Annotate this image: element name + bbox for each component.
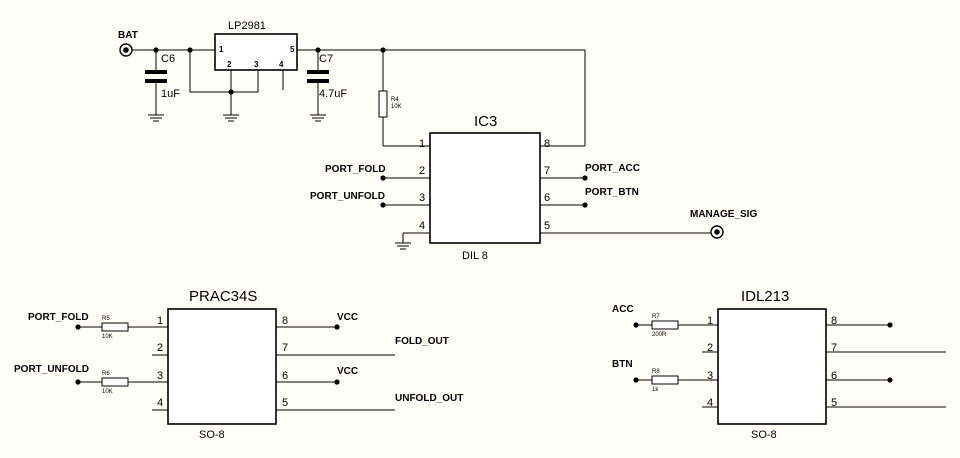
ic3-pin3: 3: [419, 192, 425, 204]
idl213-name: IDL213: [741, 288, 789, 305]
net-endpoint: [380, 202, 386, 208]
r4-value: 10K: [391, 104, 402, 110]
ic3-pin2: 2: [419, 165, 425, 177]
idl213-pin8: 8: [831, 315, 837, 327]
prac34s-pin6: 6: [282, 370, 288, 382]
ic3-pin4: 4: [419, 220, 425, 232]
net-endpoint: [582, 202, 588, 208]
ic3-pin6: 6: [544, 192, 550, 204]
r5-value: 10K: [102, 334, 113, 340]
r8-value: 1k: [652, 387, 659, 393]
r7-value: 200R: [652, 332, 667, 338]
bat-terminal: [119, 43, 133, 57]
prac34s-pin5: 5: [282, 397, 288, 409]
idl-btn-label: BTN: [612, 359, 633, 370]
net-endpoint: [582, 175, 588, 181]
junction-dot: [228, 89, 234, 95]
idl-acc-label: ACC: [612, 304, 634, 315]
prac-fold-out-label: FOLD_OUT: [395, 336, 449, 347]
prac-vcc-label-top: VCC: [337, 312, 358, 323]
prac34s-pin8: 8: [282, 315, 288, 327]
ground-symbol: [223, 114, 239, 122]
net-endpoint: [887, 377, 893, 383]
idl213-pin4: 4: [707, 397, 713, 409]
prac34s-body: [167, 308, 277, 425]
ic3-port-fold-label: PORT_FOLD: [325, 164, 386, 175]
capacitor-c7: [307, 50, 329, 122]
r4-ref: R4: [391, 97, 399, 103]
ic3-pin7: 7: [544, 165, 550, 177]
prac34s-pin4: 4: [157, 397, 163, 409]
idl213-pin5: 5: [831, 397, 837, 409]
idl213-pin6: 6: [831, 370, 837, 382]
ic3-port-btn-label: PORT_BTN: [585, 187, 639, 198]
resistor-r8: [651, 375, 679, 385]
lp2981-pin5: 5: [290, 45, 295, 54]
c7-ref: C7: [319, 53, 333, 65]
lp2981-pin4: 4: [279, 60, 284, 69]
ic3-pin8: 8: [544, 138, 550, 150]
net-endpoint: [334, 379, 340, 385]
ground-symbol: [395, 242, 411, 250]
prac34s-name: PRAC34S: [189, 288, 257, 305]
ic3-pin5: 5: [544, 220, 550, 232]
resistor-r5: [101, 322, 129, 332]
ic3-port-unfold-label: PORT_UNFOLD: [310, 191, 385, 202]
idl213-pin1: 1: [707, 315, 713, 327]
lp2981-pin2: 2: [227, 60, 232, 69]
resistor-r7: [651, 320, 679, 330]
lp2981-name: LP2981: [228, 20, 266, 32]
ic3-package: DIL 8: [462, 250, 488, 262]
c6-ref: C6: [161, 53, 175, 65]
lp2981-pin3: 3: [254, 60, 259, 69]
c7-value: 4.7uF: [319, 88, 347, 100]
c6-value: 1uF: [161, 88, 180, 100]
net-endpoint: [887, 322, 893, 328]
net-endpoint: [334, 324, 340, 330]
resistor-r4: [378, 90, 388, 118]
prac-vcc-label-bottom: VCC: [337, 366, 358, 377]
prac34s-pin3: 3: [157, 370, 163, 382]
r6-ref: R6: [102, 371, 110, 377]
idl213-body: [717, 308, 827, 425]
net-endpoint: [380, 175, 386, 181]
r5-ref: R5: [102, 316, 110, 322]
ic3-port-acc-label: PORT_ACC: [585, 163, 640, 174]
r8-ref: R8: [652, 369, 660, 375]
idl213-pin7: 7: [831, 342, 837, 354]
ic3-name: IC3: [474, 113, 497, 130]
capacitor-c6: [145, 50, 167, 122]
prac-port-fold-label: PORT_FOLD: [28, 312, 89, 323]
r6-value: 10K: [102, 389, 113, 395]
prac34s-pin7: 7: [282, 342, 288, 354]
prac-unfold-out-label: UNFOLD_OUT: [395, 393, 463, 404]
prac-port-unfold-label: PORT_UNFOLD: [14, 364, 89, 375]
idl213-pin2: 2: [707, 342, 713, 354]
ic3-body: [429, 132, 541, 244]
lp2981-body: [214, 33, 298, 71]
idl213-package: SO-8: [751, 429, 777, 441]
resistor-r6: [101, 377, 129, 387]
lp2981-pin1: 1: [219, 45, 224, 54]
prac34s-pin1: 1: [157, 315, 163, 327]
prac34s-pin2: 2: [157, 342, 163, 354]
idl213-pin3: 3: [707, 370, 713, 382]
manage-sig-label: MANAGE_SIG: [690, 209, 757, 220]
prac34s-package: SO-8: [199, 429, 225, 441]
ic3-pin1: 1: [419, 138, 425, 150]
r7-ref: R7: [652, 314, 660, 320]
manage-sig-terminal: [710, 225, 724, 239]
bat-label: BAT: [118, 30, 138, 41]
